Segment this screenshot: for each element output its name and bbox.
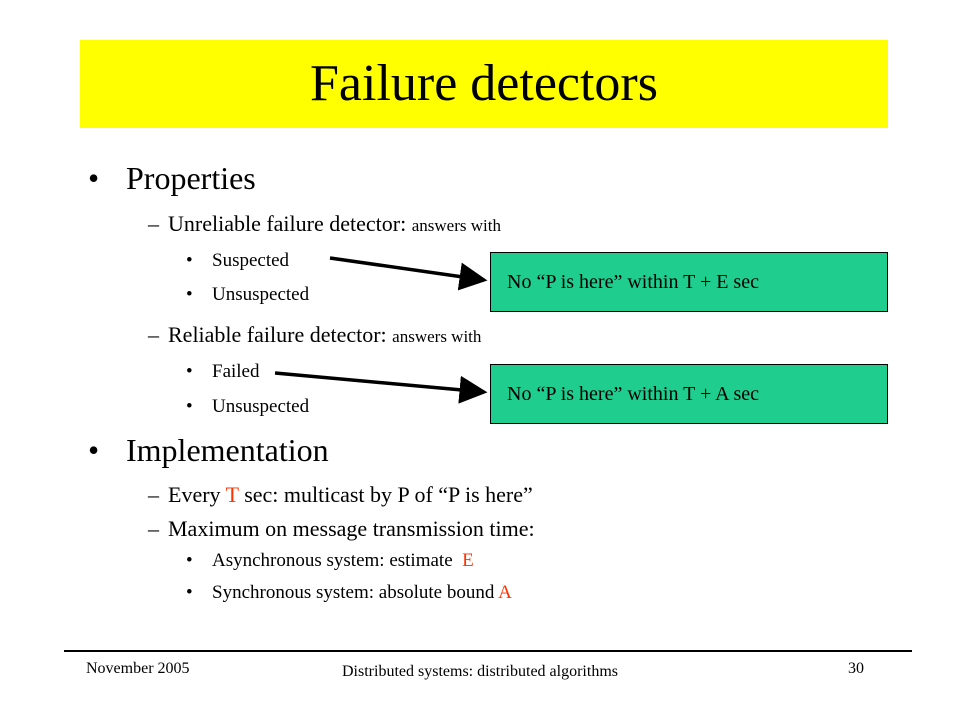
bullet-dot: • — [186, 250, 193, 271]
footer-rule — [64, 650, 912, 652]
suspected-text: Suspected — [212, 250, 290, 271]
bullet-dot: • — [88, 160, 100, 196]
dash-marker: – — [148, 322, 159, 347]
failed-text: Failed — [212, 361, 260, 382]
slide-title: Failure detectors — [310, 55, 658, 112]
unsuspected-text: Unsuspected — [212, 284, 310, 305]
bullet-dot: • — [186, 361, 193, 382]
reliable-suffix: answers with — [392, 327, 482, 346]
unsuspected-text: Unsuspected — [212, 396, 310, 417]
every-pre: Every — [168, 482, 221, 507]
callout-unreliable-text: No “P is here” within T + E sec — [507, 270, 759, 293]
arrow-suspected — [329, 256, 488, 291]
sync-text: Synchronous system: absolute bound A — [212, 582, 512, 604]
maximum-text: Maximum on message transmission time: — [168, 516, 535, 541]
every-post: sec: multicast by P of “P is here” — [244, 482, 533, 507]
unreliable-text: Unreliable failure detector: answers wit… — [168, 211, 501, 237]
sync-a-var: A — [498, 582, 512, 603]
bullet-dot: • — [186, 550, 193, 571]
title-banner: Failure detectors — [80, 40, 888, 128]
async-pre: Asynchronous system: estimate — [212, 550, 453, 571]
callout-unreliable: No “P is here” within T + E sec — [490, 252, 888, 312]
callout-reliable: No “P is here” within T + A sec — [490, 364, 888, 424]
every-text: Every T sec: multicast by P of “P is her… — [168, 482, 533, 508]
arrow-failed — [274, 371, 488, 404]
bullet-dot: • — [186, 582, 193, 603]
callout-reliable-text: No “P is here” within T + A sec — [507, 382, 759, 405]
unreliable-main: Unreliable failure detector: — [168, 211, 407, 236]
footer-page-number: 30 — [848, 660, 864, 677]
footer-date: November 2005 — [86, 660, 190, 677]
every-t-var: T — [225, 482, 239, 507]
sync-pre: Synchronous system: absolute bound — [212, 582, 495, 603]
dash-marker: – — [148, 482, 159, 507]
dash-marker: – — [148, 516, 159, 541]
async-e-var: E — [462, 550, 474, 571]
unreliable-suffix: answers with — [411, 216, 501, 235]
properties-text: Properties — [126, 160, 256, 196]
bullet-dot: • — [88, 432, 100, 468]
reliable-main: Reliable failure detector: — [168, 322, 387, 347]
footer-course: Distributed systems: distributed algorit… — [342, 663, 618, 680]
dash-marker: – — [148, 211, 159, 236]
implementation-text: Implementation — [126, 432, 329, 468]
reliable-text: Reliable failure detector: answers with — [168, 322, 481, 348]
bullet-dot: • — [186, 396, 193, 417]
async-text: Asynchronous system: estimate E — [212, 550, 474, 572]
bullet-dot: • — [186, 284, 193, 305]
